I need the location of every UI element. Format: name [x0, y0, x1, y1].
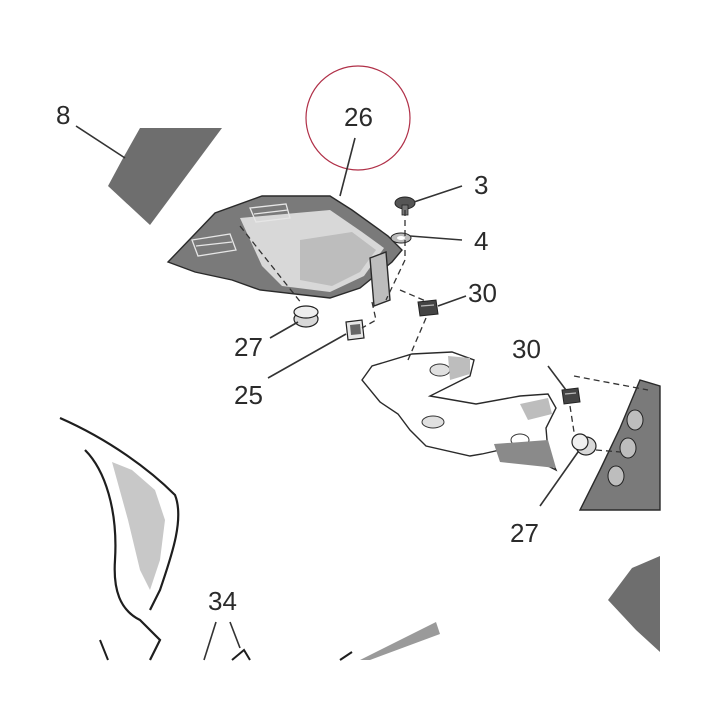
callout-30-upper: 30 — [468, 278, 497, 308]
callout-8: 8 — [56, 100, 70, 130]
assembly-dash-lines — [239, 210, 649, 453]
bottom-fragment — [231, 648, 251, 661]
part-4-washer — [390, 232, 412, 244]
part-8-panel — [108, 128, 222, 225]
callout-27-lower: 27 — [510, 518, 539, 548]
highlight-circle — [305, 65, 411, 171]
leader-lines — [75, 125, 579, 661]
part-30-clip-upper — [417, 299, 439, 317]
frame-bracket — [361, 351, 558, 472]
callout-4: 4 — [474, 226, 488, 256]
left-body-panel — [59, 416, 180, 661]
callout-27-upper: 27 — [234, 332, 263, 362]
part-26-cover — [166, 195, 403, 307]
callout-25: 25 — [234, 380, 263, 410]
part-27-grommet-top — [293, 305, 319, 328]
bottom-strip — [360, 622, 440, 660]
bottom-fragment-2 — [339, 651, 353, 661]
part-30-clip-lower — [561, 387, 581, 405]
callout-3: 3 — [474, 170, 488, 200]
part-27-grommet-lower — [571, 433, 597, 456]
callout-34: 34 — [208, 586, 237, 616]
callout-26: 26 — [344, 102, 373, 132]
part-25-clip — [345, 319, 365, 341]
right-fairing-panel — [578, 379, 661, 511]
bottom-right-panel — [608, 556, 660, 652]
callout-30-lower: 30 — [512, 334, 541, 364]
